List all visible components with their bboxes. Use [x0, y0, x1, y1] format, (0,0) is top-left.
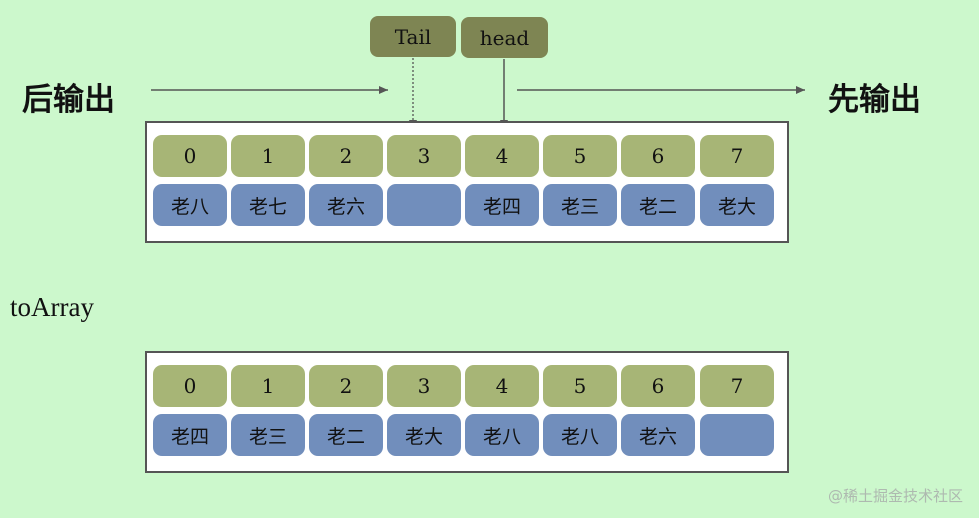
- queue-index-cell: 7: [700, 135, 774, 177]
- array-index-cell: 6: [621, 365, 695, 407]
- queue-value-cell: 老四: [465, 184, 539, 226]
- queue-value-cell: 老大: [700, 184, 774, 226]
- array-value-cell: 老六: [621, 414, 695, 456]
- queue-value-cell: 老七: [231, 184, 305, 226]
- queue-index-cell: 3: [387, 135, 461, 177]
- array-value-cell: 老四: [153, 414, 227, 456]
- queue-index-cell: 2: [309, 135, 383, 177]
- queue-value-cell: [387, 184, 461, 226]
- watermark: @稀土掘金技术社区: [827, 487, 963, 505]
- queue-index-cell: 0: [153, 135, 227, 177]
- array-index-cell: 5: [543, 365, 617, 407]
- array-index-cell: 0: [153, 365, 227, 407]
- array-index-cell: 7: [700, 365, 774, 407]
- queue-index-cell: 6: [621, 135, 695, 177]
- queue-index-cell: 1: [231, 135, 305, 177]
- queue-value-cell: 老二: [621, 184, 695, 226]
- output-first-label: 先输出: [828, 82, 921, 118]
- queue-value-cell: 老八: [153, 184, 227, 226]
- to-array-label: toArray: [10, 292, 94, 322]
- array-value-cell: 老大: [387, 414, 461, 456]
- head-pointer: head: [461, 17, 548, 58]
- array-index-cell: 4: [465, 365, 539, 407]
- array-value-cell: 老二: [309, 414, 383, 456]
- array-index-cell: 2: [309, 365, 383, 407]
- array-index-cell: 3: [387, 365, 461, 407]
- array-value-cell: 老八: [543, 414, 617, 456]
- array-index-cell: 1: [231, 365, 305, 407]
- tail-pointer: Tail: [370, 16, 456, 57]
- queue-index-cell: 4: [465, 135, 539, 177]
- queue-value-cell: 老三: [543, 184, 617, 226]
- array-value-cell: [700, 414, 774, 456]
- queue-index-cell: 5: [543, 135, 617, 177]
- array-value-cell: 老三: [231, 414, 305, 456]
- queue-value-cell: 老六: [309, 184, 383, 226]
- array-value-cell: 老八: [465, 414, 539, 456]
- output-last-label: 后输出: [22, 82, 115, 118]
